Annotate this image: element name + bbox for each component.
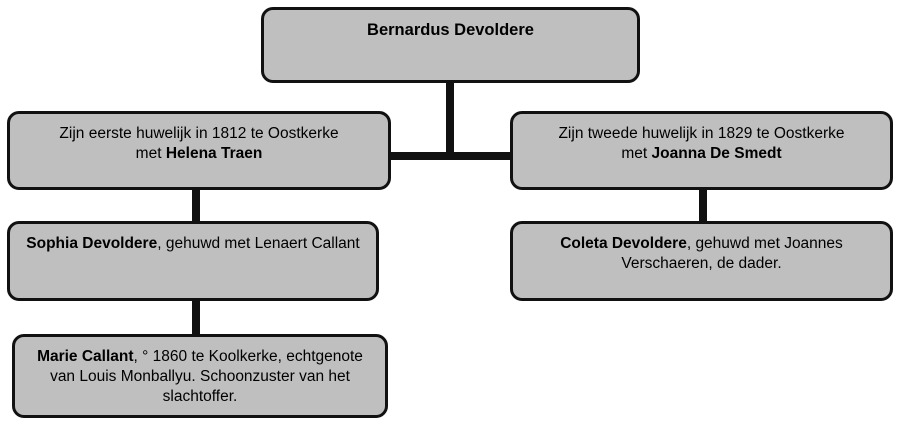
- second-marriage-spouse-name: Joanna De Smedt: [651, 145, 782, 162]
- connector-marriage2-to-child2: [699, 189, 707, 223]
- node-second-marriage-line2: met Joanna De Smedt: [527, 144, 876, 164]
- node-root-text: Bernardus Devoldere: [367, 21, 534, 39]
- first-marriage-spouse-name: Helena Traen: [165, 145, 263, 162]
- node-bernardus-devoldere[interactable]: Bernardus Devoldere: [261, 7, 640, 83]
- node-sophia-text: Sophia Devoldere, gehuwd met Lenaert Cal…: [24, 234, 362, 254]
- node-second-marriage-line1: Zijn tweede huwelijk in 1829 te Oostkerk…: [558, 125, 845, 142]
- marie-name: Marie Callant: [37, 348, 134, 365]
- node-first-marriage[interactable]: Zijn eerste huwelijk in 1812 te Oostkerk…: [7, 111, 391, 190]
- node-coleta-devoldere[interactable]: Coleta Devoldere, gehuwd met Joannes Ver…: [510, 221, 893, 301]
- node-marie-text: Marie Callant, ° 1860 te Koolkerke, echt…: [29, 347, 371, 407]
- coleta-name: Coleta Devoldere: [560, 235, 687, 252]
- connector-root-stem: [446, 82, 454, 160]
- coleta-detail: , gehuwd met Joannes Verschaeren, de dad…: [621, 235, 843, 272]
- marie-detail: , ° 1860 te Koolkerke, echtgenote van Lo…: [50, 348, 363, 405]
- connector-sibling-bar: [388, 152, 513, 160]
- node-sophia-devoldere[interactable]: Sophia Devoldere, gehuwd met Lenaert Cal…: [7, 221, 379, 301]
- connector-marriage1-to-child1: [192, 189, 200, 223]
- connector-child1-to-grandchild: [192, 300, 200, 336]
- second-marriage-met-label: met: [621, 145, 652, 162]
- sophia-name: Sophia Devoldere: [26, 235, 158, 252]
- node-marie-callant[interactable]: Marie Callant, ° 1860 te Koolkerke, echt…: [12, 334, 388, 418]
- first-marriage-met-label: met: [135, 145, 166, 162]
- sophia-detail: , gehuwd met Lenaert Callant: [157, 235, 360, 252]
- node-first-marriage-line2: met Helena Traen: [24, 144, 374, 164]
- node-second-marriage[interactable]: Zijn tweede huwelijk in 1829 te Oostkerk…: [510, 111, 893, 190]
- node-coleta-text: Coleta Devoldere, gehuwd met Joannes Ver…: [527, 234, 876, 274]
- node-first-marriage-line1: Zijn eerste huwelijk in 1812 te Oostkerk…: [59, 125, 339, 142]
